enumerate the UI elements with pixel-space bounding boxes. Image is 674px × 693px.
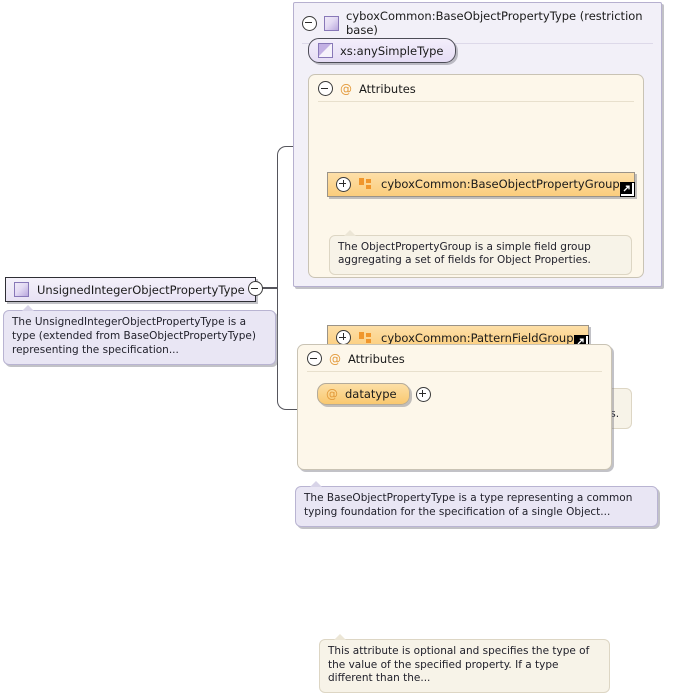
at-sign-icon: @ <box>340 81 352 96</box>
own-attributes-label: Attributes <box>348 351 405 366</box>
base-type-annotation-text: The BaseObjectPropertyType is a type rep… <box>304 492 633 518</box>
attribute-annotation-datatype: This attribute is optional and specifies… <box>319 633 610 693</box>
minus-circle-icon[interactable] <box>302 15 317 31</box>
base-type-header: cyboxCommon:BaseObjectPropertyType (rest… <box>294 3 661 43</box>
base-attributes-header: @ Attributes <box>309 75 643 101</box>
bubble-nub <box>334 633 346 640</box>
complex-type-square-icon <box>324 15 339 31</box>
connector-elbow <box>277 146 301 410</box>
at-sign-icon: @ <box>326 387 338 401</box>
attribute-row-datatype[interactable]: @ datatype <box>317 383 431 405</box>
simple-content-type[interactable]: xs:anySimpleType <box>308 38 456 63</box>
attribute-group-ref-baseobjectpropertygroup[interactable]: cyboxCommon:BaseObjectPropertyGroup <box>327 171 635 197</box>
simple-content-label: xs:anySimpleType <box>340 43 444 58</box>
plus-circle-icon[interactable] <box>415 386 431 402</box>
own-attributes-header: @ Attributes <box>298 345 611 371</box>
attribute-group-label: cyboxCommon:PatternFieldGroup <box>381 330 574 345</box>
attribute-pill-datatype[interactable]: @ datatype <box>317 383 410 405</box>
root-type-annotation-text: The UnsignedIntegerObjectPropertyType is… <box>12 316 256 356</box>
at-sign-icon: @ <box>329 351 341 366</box>
attribute-name-datatype: datatype <box>345 387 397 401</box>
attribute-group-annotation-1: The ObjectPropertyGroup is a simple fiel… <box>329 229 632 276</box>
minus-circle-icon[interactable] <box>318 81 333 96</box>
root-type-annotation: The UnsignedIntegerObjectPropertyType is… <box>3 305 276 365</box>
base-type-annotation: The BaseObjectPropertyType is a type rep… <box>295 481 658 527</box>
bubble-nub <box>310 481 322 488</box>
divider <box>307 371 602 372</box>
plus-circle-icon[interactable] <box>336 330 351 346</box>
root-type-box[interactable]: UnsignedIntegerObjectPropertyType <box>5 277 256 302</box>
simple-type-icon <box>318 43 333 58</box>
root-type-label: UnsignedIntegerObjectPropertyType <box>37 282 245 297</box>
bubble-nub <box>344 229 356 236</box>
base-type-label: cyboxCommon:BaseObjectPropertyType (rest… <box>346 9 643 37</box>
bubble-nub <box>22 305 34 311</box>
external-link-arrow-icon[interactable] <box>619 181 635 197</box>
attribute-group-annotation-1-text: The ObjectPropertyGroup is a simple fiel… <box>338 240 591 267</box>
own-attributes-section: @ Attributes <box>297 344 612 470</box>
attribute-annotation-datatype-text: This attribute is optional and specifies… <box>328 644 590 685</box>
attribute-group-icon <box>359 331 373 344</box>
minus-circle-icon <box>248 281 263 296</box>
divider <box>302 43 653 44</box>
connector-stub <box>257 287 278 289</box>
attribute-group-label: cyboxCommon:BaseObjectPropertyGroup <box>381 177 620 192</box>
divider <box>318 101 634 102</box>
minus-circle-icon[interactable] <box>307 351 322 366</box>
attribute-group-icon <box>359 178 373 190</box>
plus-circle-icon[interactable] <box>336 176 351 192</box>
base-attributes-label: Attributes <box>359 81 416 96</box>
root-type-collapse-toggle[interactable] <box>248 281 263 296</box>
complex-type-square-icon <box>14 282 29 297</box>
